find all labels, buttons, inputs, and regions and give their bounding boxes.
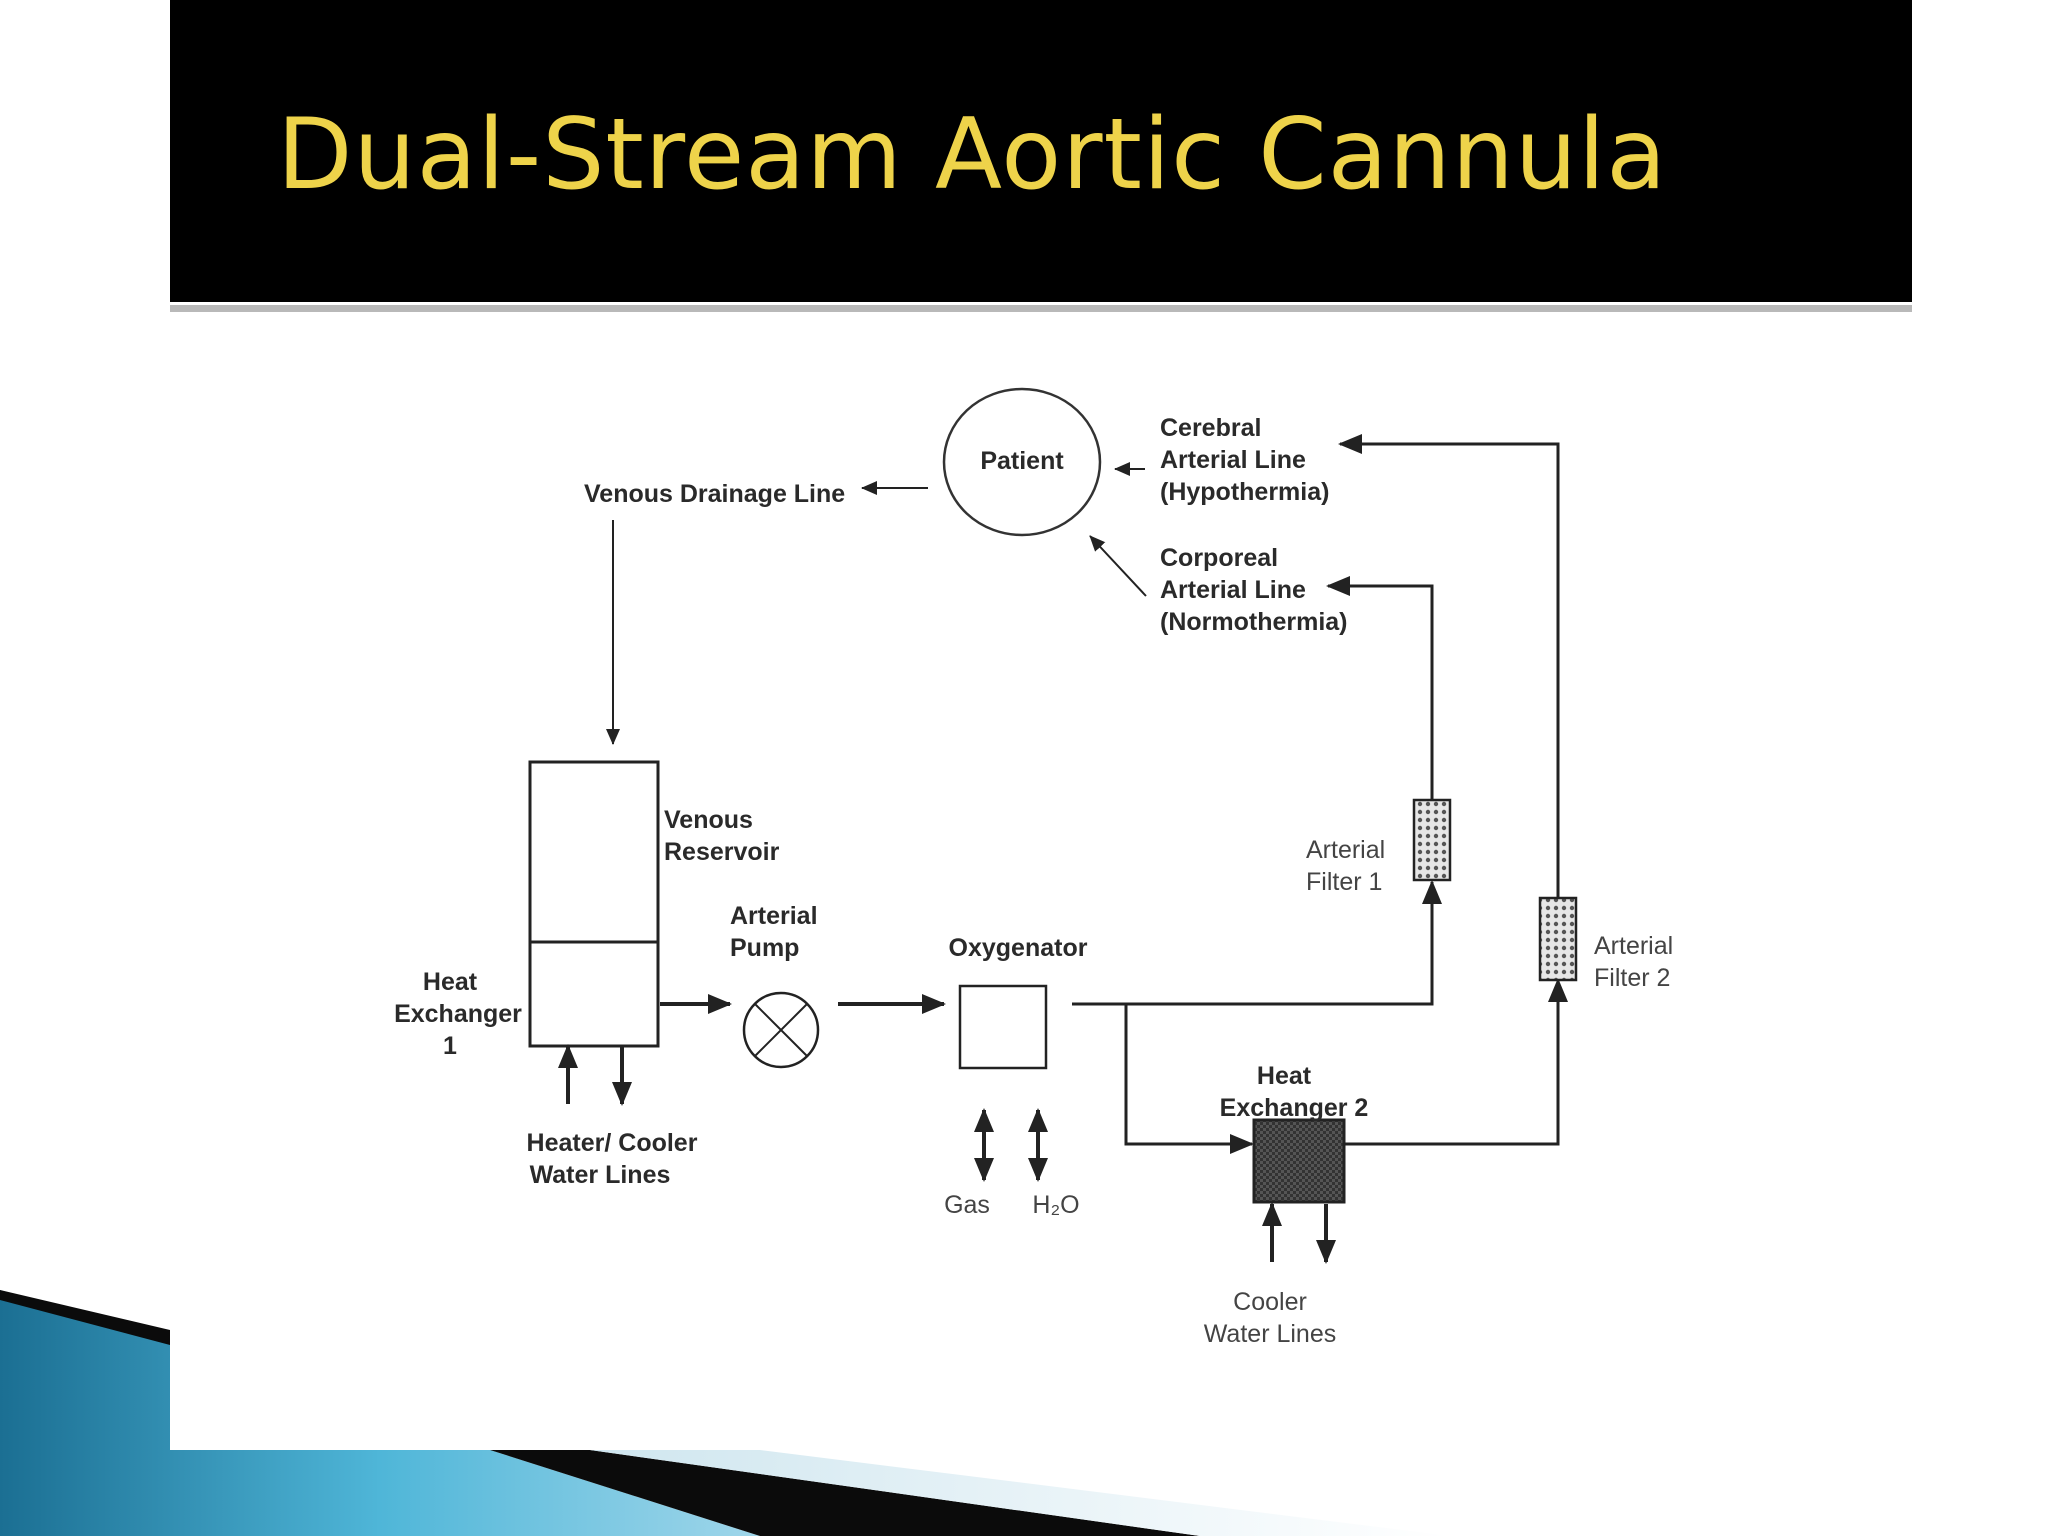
heat-exchanger-2-label: Heat Exchanger 2 <box>1220 1062 1369 1122</box>
filter-2-to-cerebral-line <box>1338 434 1560 898</box>
svg-text:Exchanger: Exchanger <box>394 1000 522 1028</box>
svg-text:Arterial: Arterial <box>1306 836 1385 864</box>
arterial-filter-2 <box>1538 896 1578 982</box>
svg-text:Heater/ Cooler: Heater/ Cooler <box>527 1129 698 1157</box>
svg-text:Pump: Pump <box>730 934 799 962</box>
svg-text:(Normothermia): (Normothermia) <box>1160 608 1348 636</box>
venous-drainage-label: Venous Drainage Line <box>584 480 845 508</box>
svg-text:Arterial: Arterial <box>1594 932 1673 960</box>
heater-cooler-lines-label: Heater/ Cooler Water Lines <box>527 1129 698 1189</box>
arterial-pump-label: Arterial Pump <box>730 902 818 962</box>
heat-exchanger-1-label: Heat Exchanger 1 <box>394 968 522 1060</box>
svg-text:Exchanger 2: Exchanger 2 <box>1220 1094 1369 1122</box>
h2o-label: H₂O <box>1032 1191 1079 1219</box>
oxygenator-to-heat-exchanger-2-line <box>1124 1004 1254 1154</box>
oxygenator-label: Oxygenator <box>949 934 1088 962</box>
arterial-filter-1-label: Arterial Filter 1 <box>1306 836 1385 896</box>
svg-text:Corporeal: Corporeal <box>1160 544 1278 572</box>
patient-node <box>942 387 1102 537</box>
heat-exchanger-2-to-filter-2-line <box>1344 978 1568 1146</box>
title-divider <box>170 305 1912 312</box>
svg-text:Water Lines: Water Lines <box>530 1161 671 1189</box>
svg-text:Water Lines: Water Lines <box>1204 1320 1336 1348</box>
filter-1-to-corporeal-line <box>1326 576 1434 800</box>
oxygenator-box <box>958 984 1048 1070</box>
svg-text:Cerebral: Cerebral <box>1160 414 1261 442</box>
svg-text:Cooler: Cooler <box>1233 1288 1307 1316</box>
svg-text:Arterial Line: Arterial Line <box>1160 576 1306 604</box>
heat-exchanger-1-box <box>528 940 660 1048</box>
corporeal-arterial-line-label: Corporeal Arterial Line (Normothermia) <box>1160 544 1348 636</box>
svg-text:Filter 1: Filter 1 <box>1306 868 1382 896</box>
patient-label: Patient <box>980 447 1064 475</box>
cooler-water-lines-label: Cooler Water Lines <box>1204 1288 1336 1348</box>
arterial-filter-2-label: Arterial Filter 2 <box>1594 932 1673 992</box>
oxygenator-to-filter-1-line <box>1072 880 1442 1006</box>
arterial-filter-1 <box>1412 798 1452 882</box>
svg-text:Filter 2: Filter 2 <box>1594 964 1670 992</box>
svg-text:Arterial: Arterial <box>730 902 818 930</box>
decorative-swoosh <box>0 1290 1450 1536</box>
venous-reservoir-label: Venous Reservoir <box>664 806 780 866</box>
svg-text:Arterial Line: Arterial Line <box>1160 446 1306 474</box>
svg-text:(Hypothermia): (Hypothermia) <box>1160 478 1329 506</box>
heat-exchanger-2-box <box>1252 1118 1346 1204</box>
svg-text:Heat: Heat <box>1257 1062 1312 1090</box>
svg-text:Reservoir: Reservoir <box>664 838 780 866</box>
title-bar <box>170 0 1912 302</box>
svg-text:1: 1 <box>443 1032 457 1060</box>
corporeal-to-patient-arrow <box>1089 535 1147 597</box>
cerebral-arterial-line-label: Cerebral Arterial Line (Hypothermia) <box>1160 414 1329 506</box>
venous-reservoir-box <box>528 760 660 944</box>
gas-label: Gas <box>944 1191 990 1219</box>
slide-title: Dual-Stream Aortic Cannula <box>277 98 1668 212</box>
svg-text:Venous: Venous <box>664 806 753 834</box>
arterial-pump-icon <box>742 991 820 1069</box>
svg-text:Heat: Heat <box>423 968 478 996</box>
